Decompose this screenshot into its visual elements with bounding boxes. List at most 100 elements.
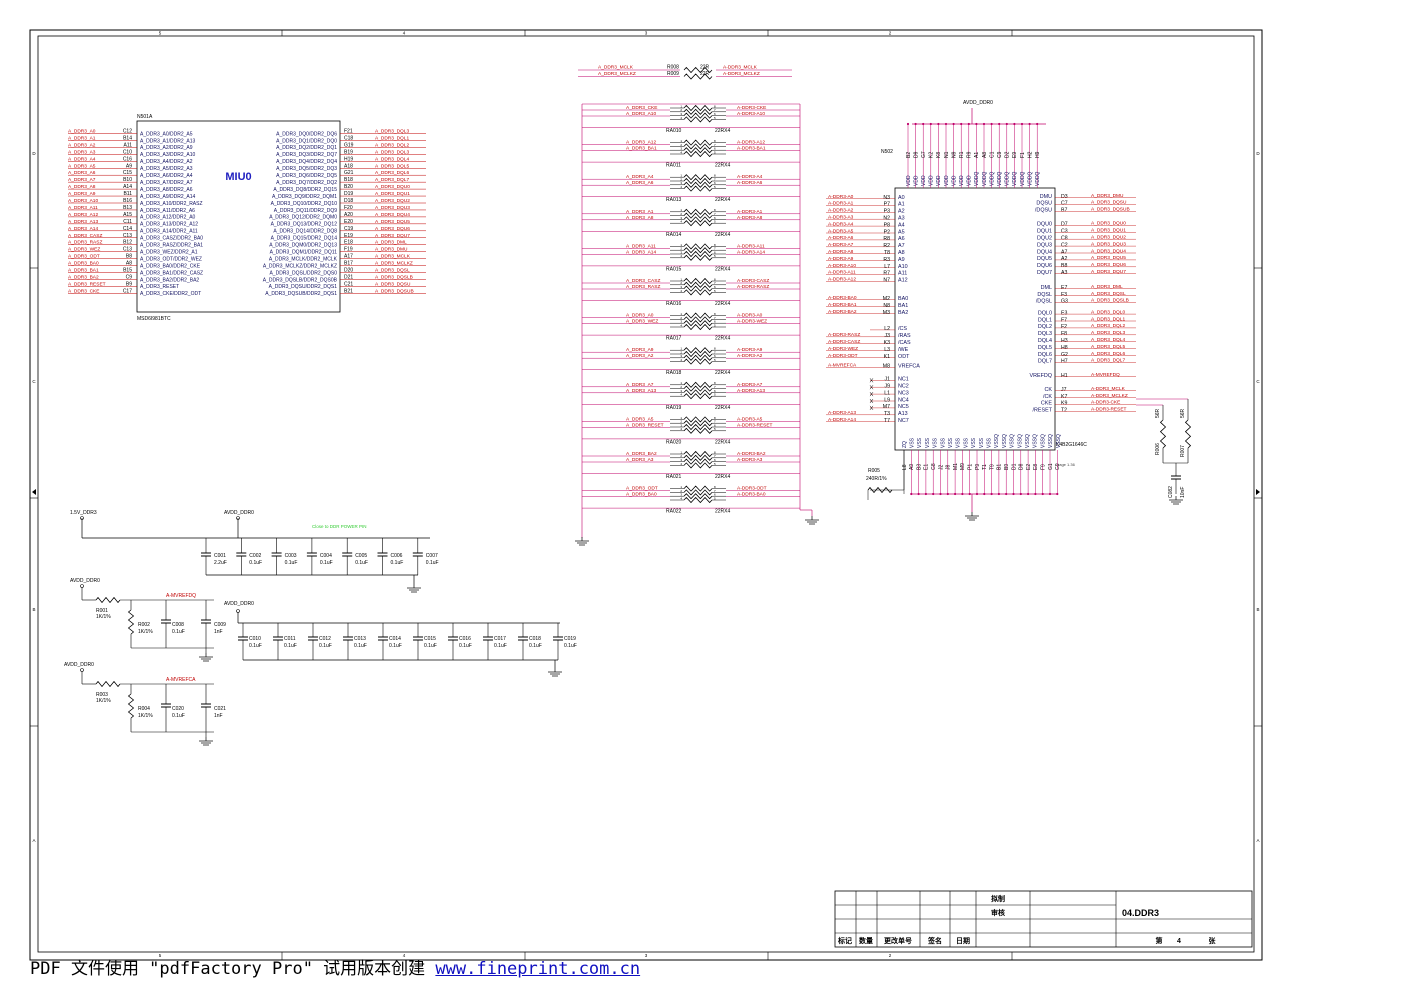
ra-pin-num: 2	[680, 489, 682, 493]
vref-c2-ref: C021	[214, 706, 226, 712]
outer-frame	[29, 29, 1263, 961]
ra-pin-num: 6	[714, 181, 716, 185]
decoup2-cap-ref: C016	[459, 636, 471, 642]
ra-left-net: A_DDR3_A14	[626, 249, 656, 255]
ddr-right-pin: K7	[1061, 394, 1067, 400]
ra-pin-num: 6	[714, 423, 716, 427]
zone-col-label: 4	[403, 953, 406, 958]
miu-left-sig: A_DDR3_A10/DDR2_RASZ	[140, 201, 203, 207]
ddr-left-sig: A8	[898, 250, 905, 256]
ddr-zq-resistor	[867, 486, 893, 494]
miu-right-sig: A_DDR3_DQ8/DDR2_DQ15	[273, 187, 337, 193]
miu-right-net: A_DDR3_DQL6	[375, 170, 409, 176]
ddr-right-net: A_DDR3_DQL6	[1091, 351, 1125, 357]
miu-left-net: A_DDR3_A8	[68, 184, 96, 190]
ra-pin-num: 6	[714, 250, 716, 254]
ddr-left-pin: T8	[884, 250, 890, 256]
ra-pin-num: 4	[680, 254, 682, 258]
ddr-left-sig: A2	[898, 209, 905, 215]
ddr-right-net: A_DDR3_DQU7	[1091, 269, 1126, 275]
ra-left-net: A_DDR3_A3	[626, 457, 654, 463]
ra-pin-num: 6	[714, 216, 716, 220]
ra-right-net: A-DDR3-A3	[737, 457, 763, 463]
decoup1-rail-port	[236, 516, 240, 520]
miu-left-net: A_DDR3_A4	[68, 156, 96, 162]
zone-row-label: A	[1256, 838, 1259, 843]
ra-pin-num: 3	[680, 216, 682, 220]
ra-pin-num: 4	[680, 393, 682, 397]
ra-element	[683, 216, 713, 223]
ddr-left-net: A-DDR3-WEZ	[828, 346, 858, 352]
ddr-bottom-junction	[1056, 492, 1059, 496]
ra-pin-num: 2	[680, 177, 682, 181]
ra-left-net: A_DDR3_WEZ	[626, 319, 658, 325]
decoup1-note: Close to DDR POWER PIN	[312, 524, 367, 529]
miu-right-pin: G19	[344, 142, 354, 148]
ddr-left-pin: L1	[884, 390, 890, 396]
ddr-bottom-sig: VSSQ	[994, 434, 1000, 448]
ddr-top-sig: VDD	[906, 175, 912, 186]
ddr-bottom-pin: L8	[902, 464, 908, 470]
ddr-body	[894, 187, 1056, 451]
ra-right-net: A-DDR3-BA1	[737, 146, 766, 152]
ddr-left-net: A-MVREFCA	[828, 363, 857, 369]
decoup2-cap-ref: C013	[354, 636, 366, 642]
miu-right-net: A_DDR3_MCLK	[375, 254, 411, 260]
ddr-bottom-sig: VSSQ	[1056, 434, 1062, 448]
ddr-left-pin: R7	[883, 271, 890, 277]
miu-right-net: A_DDR3_DQL2	[375, 142, 409, 148]
clk-val: 22R	[700, 71, 710, 77]
ra-pin-num: 5	[714, 289, 716, 293]
miu-left-sig: A_DDR3_ODT/DDR2_WEZ	[140, 256, 202, 262]
ra-element	[683, 458, 713, 465]
decoup1-cap-ref: C007	[426, 553, 438, 559]
ra-element	[683, 454, 713, 461]
ddr-right-net: A_DDR3_DQSU	[1091, 200, 1127, 206]
miu-left-pin: C10	[123, 149, 132, 155]
ddr-left-pin: K1	[884, 354, 890, 360]
ddr-bottom-sig: VSS	[917, 437, 923, 448]
ddr-left-pin: M8	[883, 364, 890, 370]
ddr-right-net: A-DDR3-RESET	[1091, 407, 1127, 413]
miu-right-sig: A_DDR3_DQ6/DDR2_DQ5	[276, 173, 337, 179]
ddr-zq-ref: R005	[868, 468, 880, 474]
miu-right-sig: A_DDR3_DQ10/DDR2_DQ10	[271, 201, 338, 207]
ddr-left-pin: R2	[883, 243, 890, 249]
ra-ref: RA013	[666, 197, 682, 203]
ra-right-net: A-DDR3-A9	[737, 347, 763, 353]
ddr-left-net: A-DDR3-RASZ	[828, 332, 860, 338]
ddr-left-pin: L3	[884, 347, 890, 353]
vref-net: A-MVREFDQ	[166, 593, 196, 599]
miu-left-sig: A_DDR3_A0/DDR2_A5	[140, 131, 193, 137]
ra-value: 22RX4	[715, 336, 731, 342]
ra-right-net: A-DDR3-BA0	[737, 492, 766, 498]
ra-pin-num: 7	[714, 108, 716, 112]
ddr-left-net: A-DDR3-A2	[828, 208, 854, 214]
miu-left-pin: A14	[123, 184, 132, 190]
decoup2-cap-val: 0.1uF	[424, 643, 437, 649]
miu-left-net: A_DDR3_A6	[68, 170, 96, 176]
miu-right-net: A_DDR3_DQU5	[375, 219, 410, 225]
ddr-right-net: A_DDR3_DQL4	[1091, 337, 1125, 343]
clk-right-net: A-DDR3_MCLK	[723, 65, 758, 71]
ddr-right-pin: G3	[1061, 299, 1068, 305]
miu-part: MSD6I981BTC	[137, 316, 171, 322]
miu-right-sig: A_DDR3_DQ7/DDR2_DQ2	[276, 180, 337, 186]
ddr-term-resistor	[1184, 419, 1192, 449]
zone-arrow	[32, 489, 36, 495]
footer-link[interactable]: www.fineprint.com.cn	[435, 959, 641, 979]
title-page-pre: 第	[1156, 936, 1163, 945]
ddr-left-net: A-DDR3-BA1	[828, 302, 857, 308]
ra-pin-num: 4	[680, 289, 682, 293]
ddr-left-pin: L7	[884, 264, 890, 270]
ra-element	[683, 423, 713, 431]
ra-left-net: A_DDR3_A10	[626, 111, 656, 117]
ddr-top-pin: N9	[951, 151, 957, 158]
ra-value: 22RX4	[715, 266, 731, 272]
ra-value: 22RX4	[715, 474, 731, 480]
ra-element	[683, 254, 713, 261]
ddr-nc-mark	[869, 378, 874, 383]
ddr-right-sig: DQU4	[1037, 249, 1052, 255]
ra-right-net: A-DDR3-ODT	[737, 486, 767, 492]
